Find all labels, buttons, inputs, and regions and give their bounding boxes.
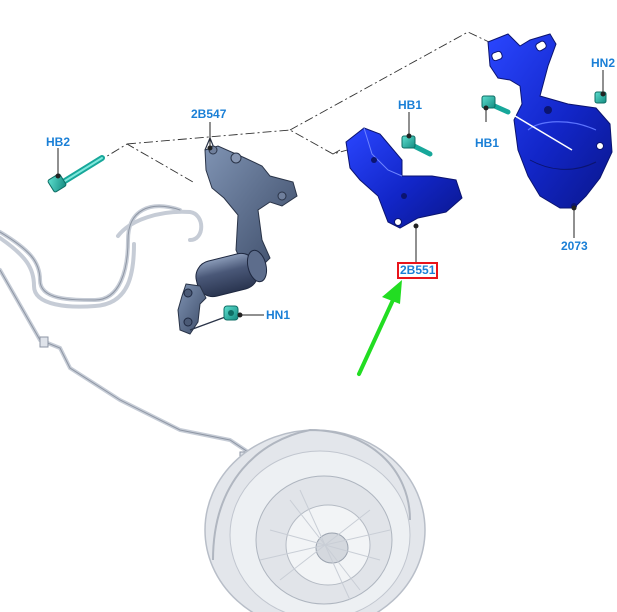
fastener-hn1-nut bbox=[223, 305, 239, 321]
bracket-2b551 bbox=[345, 127, 463, 229]
brake-line-ghost-dark bbox=[0, 205, 257, 471]
callout-2b547[interactable]: 2B547 bbox=[191, 107, 227, 121]
callout-hb2[interactable]: HB2 bbox=[46, 135, 71, 149]
callout-hb1-top[interactable]: HB1 bbox=[398, 98, 423, 112]
callout-leaders bbox=[55, 70, 606, 318]
callout-2073[interactable]: 2073 bbox=[561, 239, 588, 253]
fastener-hb2-bolt bbox=[47, 155, 105, 193]
callout-hn2[interactable]: HN2 bbox=[591, 56, 616, 70]
bracket-2073 bbox=[487, 33, 613, 209]
brake-drum-ghost bbox=[204, 428, 426, 612]
pointer-arrow bbox=[357, 280, 402, 376]
fastener-hb1-right bbox=[481, 95, 511, 115]
height-sensor-assembly bbox=[177, 136, 298, 335]
fastener-hb1-top bbox=[401, 135, 433, 157]
callout-2b551-highlighted[interactable]: 2B551 bbox=[397, 262, 439, 279]
callout-hn1[interactable]: HN1 bbox=[266, 308, 291, 322]
assembly-leader-lines bbox=[67, 31, 490, 183]
callout-hb1-right[interactable]: HB1 bbox=[475, 136, 500, 150]
